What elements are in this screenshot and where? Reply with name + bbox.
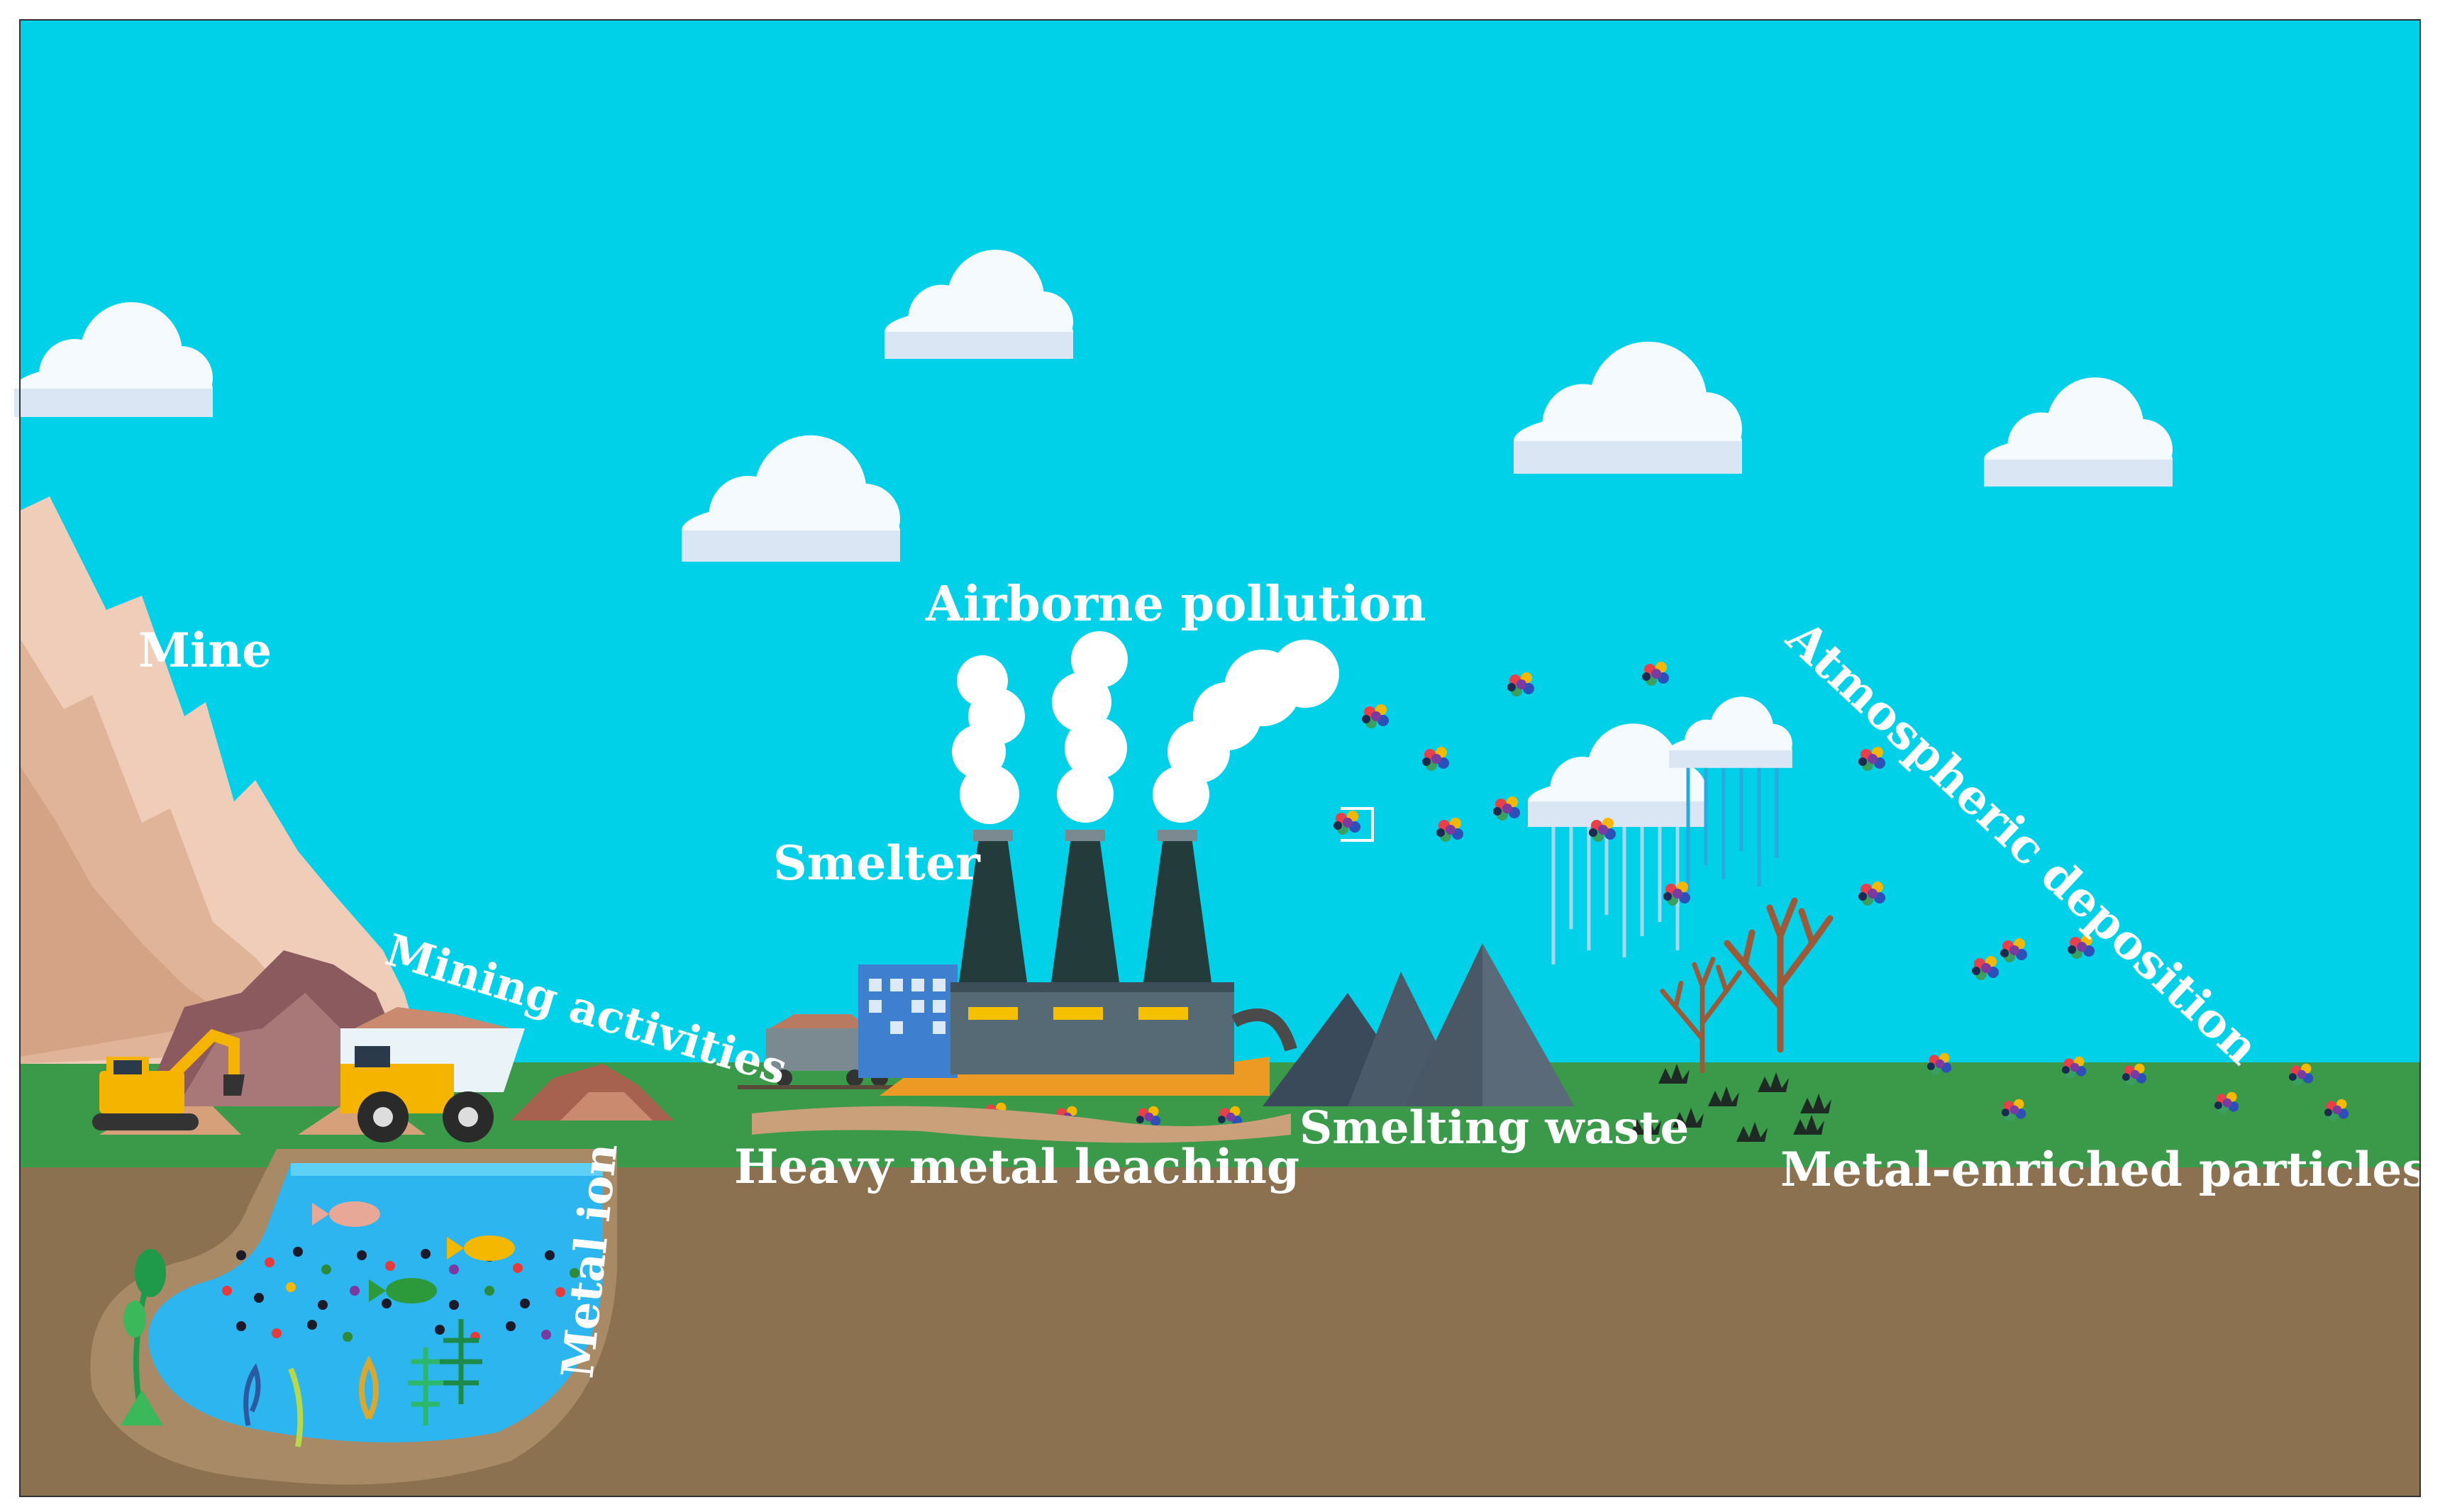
label-mine: Mine [138, 623, 272, 678]
leaching-flow [752, 1106, 1291, 1143]
slag-heap-icon [1263, 943, 1575, 1106]
label-airborne-pollution: Airborne pollution [925, 576, 1426, 633]
dump-truck-icon [340, 1007, 525, 1143]
label-smelter: Smelter [773, 835, 981, 891]
fish-icon [312, 1201, 515, 1303]
particle-cluster-icon [1333, 662, 2095, 980]
mountain-icon [20, 496, 426, 1064]
label-heavy-metal-leaching: Heavy metal leaching [734, 1139, 1299, 1194]
label-smelting-waste: Smelting waste [1299, 1101, 1689, 1155]
factory-icon [950, 982, 1297, 1074]
aquatic-plant-icon [121, 1249, 482, 1447]
office-building [858, 965, 958, 1078]
excavator-icon [92, 1028, 245, 1130]
smoke-icon [952, 631, 1339, 824]
chimney-icon [958, 830, 1213, 993]
water-body [148, 1163, 603, 1442]
frame [19, 19, 2421, 1497]
label-metal-enriched-particles: Metal-enriched particles [1780, 1142, 2429, 1197]
